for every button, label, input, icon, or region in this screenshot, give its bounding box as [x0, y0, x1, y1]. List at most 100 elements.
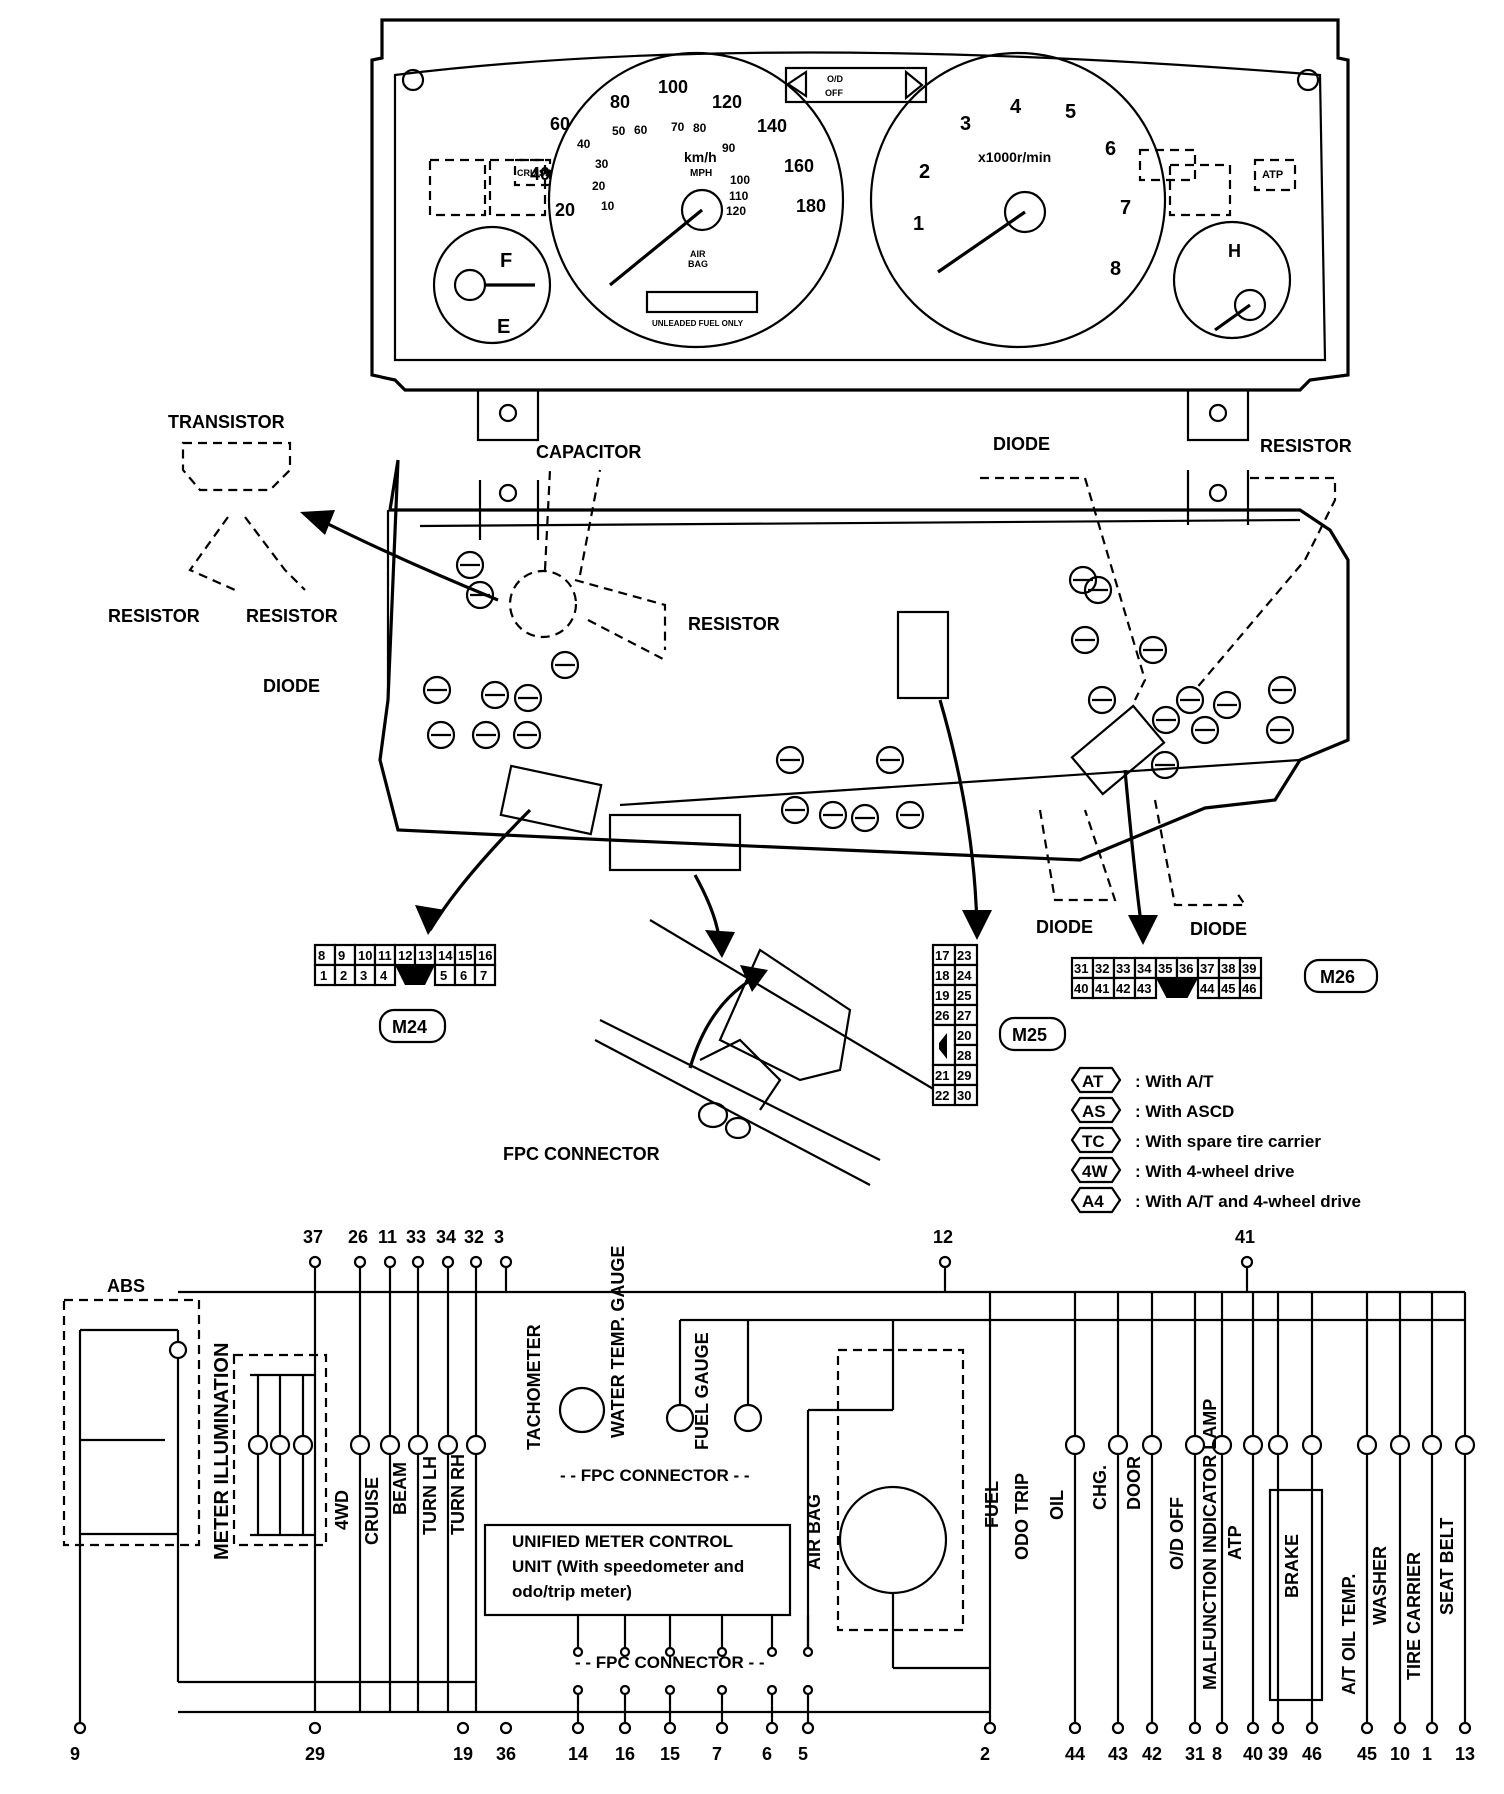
- bottom-pin-terminal: [1425, 1721, 1439, 1735]
- m25-name: M25: [1012, 1025, 1047, 1045]
- m25-pin-label: 21: [935, 1068, 949, 1083]
- tach-tick-label: 2: [919, 161, 930, 183]
- vertical-label: MALFUNCTION INDICATOR LAMP: [1200, 1399, 1220, 1690]
- vertical-label: O/D OFF: [1167, 1497, 1187, 1570]
- bottom-pin-label: 39: [1268, 1744, 1288, 1764]
- kmh-tick-label: 60: [550, 114, 570, 134]
- bottom-pin-label: 7: [712, 1744, 722, 1764]
- diode-label-4: DIODE: [1190, 919, 1247, 939]
- fpc-connector-sketch: [594, 919, 936, 1186]
- kmh-tick-label: 80: [610, 92, 630, 112]
- lamp-symbol: [349, 1434, 371, 1456]
- vertical-label: ATP: [1225, 1525, 1245, 1560]
- bottom-pin-terminal: [1458, 1721, 1472, 1735]
- bottom-pin-label: 15: [660, 1744, 680, 1764]
- diode-label-2: DIODE: [993, 434, 1050, 454]
- illum-lamp: [269, 1434, 291, 1456]
- m26-pin-label: 40: [1074, 981, 1088, 996]
- lamp-symbol: [465, 1434, 487, 1456]
- lamp-symbol: [1301, 1434, 1323, 1456]
- lamp-symbol: [1454, 1434, 1476, 1456]
- bulb-socket: [1068, 565, 1098, 595]
- lamp-symbol: [1141, 1434, 1163, 1456]
- resistor-label-1: RESISTOR: [108, 606, 200, 626]
- bulb-socket: [422, 675, 452, 705]
- m26-pin-label: 41: [1095, 981, 1109, 996]
- lamp-symbol: [1267, 1434, 1289, 1456]
- resistor-label-3: RESISTOR: [688, 614, 780, 634]
- top-pin-terminal: [353, 1255, 367, 1269]
- tach-tick-label: 6: [1105, 138, 1116, 160]
- meter-illumination-label: METER ILLUMINATION: [211, 1343, 233, 1560]
- m24-pin-label: 10: [358, 948, 372, 963]
- legend-code: AT: [1082, 1072, 1104, 1091]
- illum-lamp: [247, 1434, 269, 1456]
- top-pin-terminal: [383, 1255, 397, 1269]
- bulb-socket: [1087, 685, 1117, 715]
- m25-tag: [998, 1016, 1067, 1052]
- bulb-socket: [895, 800, 925, 830]
- fpc-pin: [572, 1646, 584, 1658]
- top-pin-label: 34: [436, 1227, 456, 1247]
- fuel-full-mark: F: [500, 250, 512, 272]
- bottom-pin-terminal: [1188, 1721, 1202, 1735]
- bulb-socket: [513, 683, 543, 713]
- vertical-label: WATER TEMP. GAUGE: [608, 1246, 628, 1438]
- m25-pin-label: 23: [957, 948, 971, 963]
- top-pin-label: 12: [933, 1227, 953, 1247]
- bulb-socket: [512, 720, 542, 750]
- bottom-pin-terminal: [1305, 1721, 1319, 1735]
- m26-tag: [1303, 958, 1379, 994]
- m25-pin-label: 27: [957, 1008, 971, 1023]
- top-pin-label: 11: [378, 1227, 397, 1247]
- legend-code: TC: [1082, 1132, 1105, 1151]
- bottom-pin-terminal: [983, 1721, 997, 1735]
- fpc-pin: [716, 1646, 728, 1658]
- fpc-pin: [802, 1646, 814, 1658]
- m26-pin-label: 36: [1179, 961, 1193, 976]
- fuel-empty-mark: E: [497, 316, 510, 338]
- m26-pin-cell: [1238, 976, 1263, 1000]
- m24-pin-cell: [473, 963, 497, 987]
- vertical-label: FUEL: [982, 1481, 1002, 1528]
- top-pin-terminal: [938, 1255, 952, 1269]
- m25-pin-cell: [953, 1083, 979, 1107]
- bottom-pin-label: 45: [1357, 1744, 1377, 1764]
- cruise-label: CRUISE: [517, 168, 551, 178]
- bulb-socket: [1070, 625, 1100, 655]
- fpc-pin: [664, 1646, 676, 1658]
- m26-pin-label: 34: [1137, 961, 1152, 976]
- atp-label: ATP: [1262, 169, 1283, 181]
- fpc-connector-label: FPC CONNECTOR: [503, 1144, 660, 1164]
- m24-pin-label: 3: [360, 968, 367, 983]
- bottom-pin-label: 14: [568, 1744, 588, 1764]
- m25-pin-label: 17: [935, 948, 949, 963]
- lamp-symbol: [1389, 1434, 1411, 1456]
- bottom-pin-terminal: [1111, 1721, 1125, 1735]
- fpc-pin: [619, 1646, 631, 1658]
- svg-text:BAG: BAG: [688, 259, 708, 269]
- m26-name: M26: [1320, 967, 1355, 987]
- m25-pin-label: 26: [935, 1008, 949, 1023]
- bottom-pin-terminal: [801, 1721, 815, 1735]
- bulb-sockets: [422, 550, 1297, 833]
- tach-unit: x1000r/min: [978, 149, 1051, 165]
- lamp-symbol: [1064, 1434, 1086, 1456]
- vertical-label: 4WD: [332, 1490, 352, 1530]
- m24-pin-label: 2: [340, 968, 347, 983]
- top-pin-label: 37: [303, 1227, 323, 1247]
- top-pin-terminal: [411, 1255, 425, 1269]
- legend-text: : With spare tire carrier: [1135, 1132, 1321, 1151]
- bottom-pin-terminal: [1145, 1721, 1159, 1735]
- bulb-socket: [1138, 635, 1168, 665]
- bulb-socket: [471, 720, 501, 750]
- bottom-pin-label: 19: [453, 1744, 473, 1764]
- top-pin-terminal: [469, 1255, 483, 1269]
- bottom-pin-label: 29: [305, 1744, 325, 1764]
- mph-tick-label: 30: [595, 157, 609, 171]
- vertical-label: TURN LH: [420, 1456, 440, 1535]
